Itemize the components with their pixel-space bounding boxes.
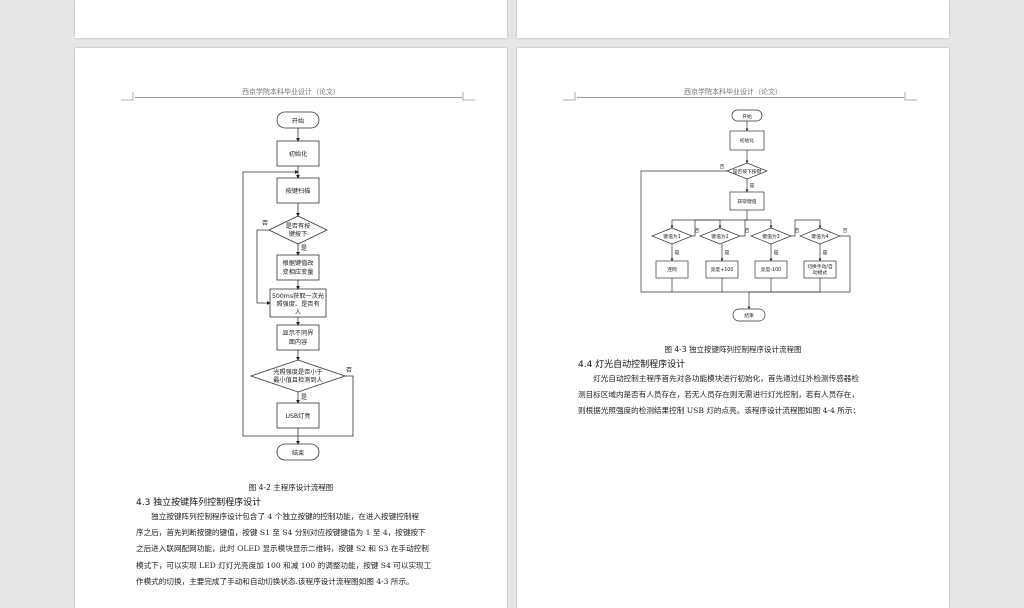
body-paragraph: 独立按键阵列控制程序设计包含了 4 个独立按键的控制功能，在进入按键控制程 序之… <box>136 509 466 590</box>
page-header: 西京学院本科毕业设计（论文） <box>684 88 782 96</box>
flow-yes-label: 是 <box>774 250 779 256</box>
flow-change-label-2: 变相应变量 <box>283 268 314 276</box>
flow-yes-label: 是 <box>301 245 307 252</box>
paragraph-line: 灯光自动控制主程序首先对各功能模块进行初始化，首先通过红外检测传感器检 <box>578 374 859 383</box>
paragraph-line: 测目标区域内是否有人员存在，若无人员存在则无需进行灯光控制，若有人员存在， <box>578 390 859 400</box>
corner-mark <box>904 92 917 101</box>
flow-action-2-label: 亮度+100 <box>711 266 734 273</box>
flow-action-1-label: 连网 <box>667 266 677 273</box>
flow-k3-label: 键值为3 <box>762 233 779 240</box>
page-header: 西京学院本科毕业设计（论文） <box>242 88 340 96</box>
flow-no-label-2: 否 <box>346 367 352 374</box>
flow-init-label: 初始化 <box>740 137 755 144</box>
flow-k1-label: 键值为1 <box>663 233 680 240</box>
flow-no-label: 否 <box>795 228 800 234</box>
section-title: 4.4 灯光自动控制程序设计 <box>578 360 686 370</box>
key-control-flowchart: 开始 初始化 是否按下按键 否 是 获取键值 键值为1 键值为2 键值为3 键值… <box>640 109 851 322</box>
flow-yes-label: 是 <box>750 183 755 189</box>
flow-action-4-label-2: 动模式 <box>813 269 828 276</box>
header-rule <box>577 97 904 98</box>
flow-display <box>276 324 320 351</box>
figure-caption: 图 4-3 独立按键阵列控制程序设计流程图 <box>664 345 802 354</box>
flow-no-label: 否 <box>695 228 700 234</box>
flow-usb-label: USB灯亮 <box>285 412 310 420</box>
flow-key-pressed-label: 是否按下按键 <box>733 168 762 175</box>
flow-init-label: 初始化 <box>289 150 308 158</box>
flow-action-3-label: 亮度-100 <box>761 266 781 273</box>
paragraph-line: 作模式的切换，主要完成了手动和自动切换状态.该程序设计流程图如图 4-3 所示。 <box>136 576 414 586</box>
flow-sample-label-3: 人 <box>295 309 301 316</box>
flow-light-label-1: 光照强度是否小于 <box>273 368 323 376</box>
body-paragraph: 灯光自动控制主程序首先对各功能模块进行初始化，首先通过红外检测传感器检 测目标区… <box>578 371 908 420</box>
paragraph-line: 序之后，首先判断按键的键值，按键 S1 至 S4 分别对应按键键值为 1 至 4… <box>136 528 426 538</box>
flow-light-label-2: 最小值且检测到人 <box>273 376 323 384</box>
flow-change-label-1: 根据键值改 <box>283 259 314 267</box>
main-program-flowchart: 开始 初始化 按键扫描 是否有按 键按下 否 是 根据键值改 变相应变量 500… <box>242 111 354 461</box>
corner-mark <box>462 92 475 101</box>
flow-key-pressed-label-1: 是否有按 <box>286 222 311 230</box>
flow-change-variable <box>276 254 320 281</box>
document-page-left: 西京学院本科毕业设计（论文） <box>75 48 507 608</box>
flow-k2-decision <box>699 227 741 245</box>
flow-no-label: 否 <box>843 228 848 234</box>
corner-mark <box>121 92 134 101</box>
flow-sample-label-1: 500ms获取一次光 <box>272 292 324 300</box>
flow-k2-label: 键值为2 <box>711 233 728 240</box>
flow-start-label: 开始 <box>292 117 304 125</box>
flow-k4-label: 键值为4 <box>811 233 828 240</box>
document-page-right: 西京学院本科毕业设计（论文） <box>517 48 949 608</box>
flow-yes-label-2: 是 <box>301 394 307 401</box>
flow-key-pressed-decision <box>268 215 328 245</box>
flow-action-4-label-1: 切换手动/自 <box>807 263 833 270</box>
flow-display-label-1: 显示不同界 <box>283 330 314 337</box>
flow-end-label: 结束 <box>744 312 754 319</box>
paragraph-line: 独立按键阵列控制程序设计包含了 4 个独立按键的控制功能，在进入按键控制程 <box>136 512 420 521</box>
header-rule <box>135 97 462 98</box>
paragraph-line: 之后进入联网配网功能，此时 OLED 显示模块显示二维码，按键 S2 和 S3 … <box>136 544 429 554</box>
paragraph-line: 模式下，可以实现 LED 灯灯光亮度加 100 和减 100 的调整功能，按键 … <box>136 560 432 570</box>
flow-no-label: 否 <box>262 220 268 227</box>
flow-sample-label-2: 照强度、是否有 <box>276 300 319 308</box>
flow-no-label: 否 <box>720 164 725 170</box>
paragraph-line: 则根据光照强度的检测结果控制 USB 灯的点亮。该程序设计流程图如图 4-4 所… <box>578 406 861 416</box>
figure-caption: 图 4-2 主程序设计流程图 <box>248 483 334 492</box>
flow-light-decision <box>249 359 347 393</box>
flow-key-pressed-label-2: 键按下 <box>289 230 308 238</box>
flow-end-label: 结束 <box>292 449 304 457</box>
flow-key-scan-label: 按键扫描 <box>286 187 311 195</box>
previous-page-left <box>75 0 507 38</box>
flow-yes-label: 是 <box>725 250 730 256</box>
flow-start-label: 开始 <box>742 113 752 120</box>
flow-get-key-label: 获取键值 <box>737 198 756 205</box>
previous-page-right <box>517 0 949 38</box>
flow-yes-label: 是 <box>675 250 680 256</box>
section-title: 4.3 独立按键阵列控制程序设计 <box>136 498 262 508</box>
flow-display-label-2: 面内容 <box>289 338 308 346</box>
flow-yes-label: 是 <box>823 250 828 256</box>
flow-no-label: 否 <box>745 228 750 234</box>
corner-mark <box>563 92 576 101</box>
